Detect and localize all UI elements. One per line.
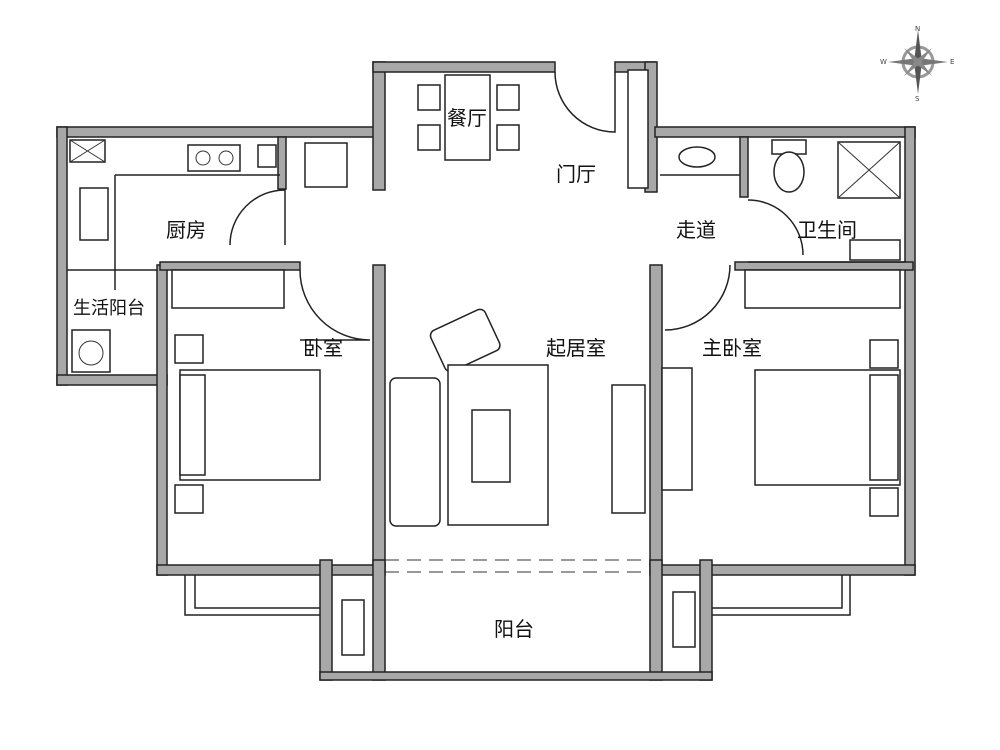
room-label-balcony: 阳台 bbox=[494, 617, 534, 641]
tv-cabinet-master bbox=[661, 367, 693, 491]
room-label-foyer: 门厅 bbox=[556, 162, 596, 186]
basin bbox=[678, 146, 716, 168]
room-label-bathroom: 卫生间 bbox=[797, 218, 857, 242]
coffee-table bbox=[471, 409, 511, 483]
armchair bbox=[429, 308, 501, 373]
room-label-bedroom: 卧室 bbox=[303, 336, 343, 360]
wardrobe bbox=[171, 269, 285, 309]
tv-cabinet bbox=[611, 384, 646, 514]
compass-west: W bbox=[880, 58, 887, 66]
washer bbox=[71, 329, 111, 373]
furniture bbox=[69, 69, 901, 656]
compass-icon bbox=[888, 30, 948, 94]
room-label-kitchen: 厨房 bbox=[166, 218, 206, 242]
compass-north: N bbox=[915, 25, 921, 33]
sofa bbox=[389, 377, 441, 527]
room-label-living-room: 起居室 bbox=[546, 336, 606, 360]
doors bbox=[229, 71, 804, 341]
kitchen-sink bbox=[79, 187, 109, 241]
room-label-dining: 餐厅 bbox=[447, 106, 487, 130]
ac-unit-master bbox=[672, 591, 696, 648]
dining-table bbox=[444, 74, 491, 161]
rug bbox=[447, 364, 549, 526]
toilet bbox=[773, 151, 805, 193]
room-label-master-bedroom: 主卧室 bbox=[702, 336, 762, 360]
wardrobe-master bbox=[744, 269, 901, 309]
stove bbox=[187, 144, 241, 172]
compass-south: S bbox=[915, 95, 920, 103]
fridge bbox=[304, 142, 348, 188]
partitions bbox=[67, 174, 905, 616]
room-label-utility-balcony: 生活阳台 bbox=[73, 298, 145, 319]
ac-unit bbox=[341, 599, 365, 656]
compass-east: E bbox=[950, 58, 955, 66]
room-label-corridor: 走道 bbox=[676, 218, 716, 242]
